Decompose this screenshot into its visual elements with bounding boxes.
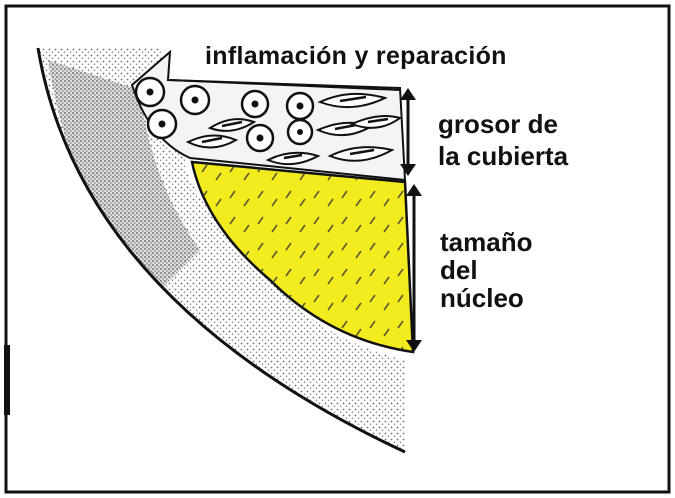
nucleus-size-label-line2: del [440,256,532,284]
nucleus-size-label-line3: núcleo [440,284,532,312]
round-cell-with-nucleus-icon [136,78,164,106]
shell-thickness-label-line1: grosor de [438,108,568,140]
round-cell-with-nucleus-icon [181,86,209,114]
nucleus-size-label-line1: tamaño [440,228,532,256]
round-cell-with-nucleus-icon [148,110,176,138]
round-cell-with-nucleus-icon [247,125,273,151]
shell-thickness-label-line2: la cubierta [438,140,568,172]
nucleus-size-label: tamaño del núcleo [440,228,532,312]
inflammation-repair-label: inflamación y reparación [205,42,507,71]
round-cell-with-nucleus-icon [287,93,313,119]
round-cell-with-nucleus-icon [288,120,312,144]
shell-thickness-label: grosor de la cubierta [438,108,568,172]
left-edge-mark [4,345,10,415]
round-cell-with-nucleus-icon [242,91,268,117]
